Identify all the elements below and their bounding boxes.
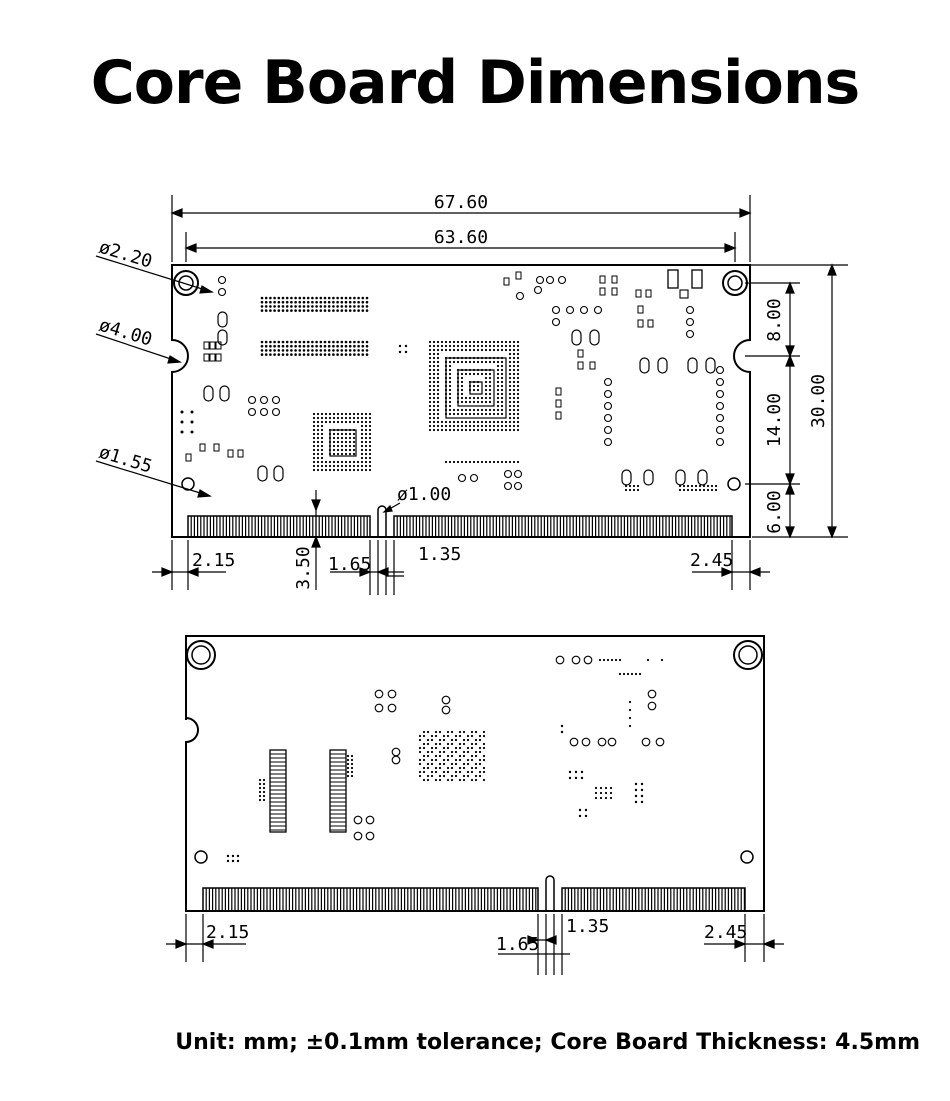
small-hole-right: [727, 477, 741, 491]
gold-fingers-right: [393, 515, 733, 538]
dim-contact-height-label: 3.50: [293, 546, 314, 589]
back-dim-key-right-label: 1.35: [566, 916, 609, 937]
soc-chip: [428, 340, 520, 432]
dim-overall-width-label: 67.60: [434, 192, 488, 213]
back-board: [185, 635, 765, 912]
pad-rows: [260, 296, 369, 356]
back-dim-edge-left-label: 2.15: [206, 922, 249, 943]
dim-height-mid-label: 14.00: [764, 393, 785, 447]
dim-hole-spacing-label: 63.60: [434, 227, 488, 248]
dim-heights: [745, 263, 848, 539]
memory-chip: [312, 412, 372, 472]
dim-height-bottom-label: 6.00: [764, 490, 785, 533]
dim-key-right-label: 1.35: [418, 544, 461, 565]
small-hole-right: [740, 850, 754, 864]
gold-fingers-left: [202, 887, 539, 912]
mounting-hole-left: [186, 640, 216, 670]
hole-diameter-label: ø2.20: [97, 237, 155, 273]
footnote: Unit: mm; ±0.1mm tolerance; Core Board T…: [175, 1030, 920, 1055]
mounting-hole-left: [173, 270, 199, 296]
dim-bottom: [152, 490, 770, 595]
leader-lines: [95, 255, 214, 498]
dim-key-diameter-label: ø1.00: [397, 484, 451, 505]
dim-height-total-label: 30.00: [808, 374, 829, 428]
mounting-hole-right: [733, 640, 763, 670]
gold-fingers-left: [187, 515, 371, 538]
back-dim-edge-right-label: 2.45: [704, 922, 747, 943]
back-dim-bottom: [166, 914, 784, 975]
key-slot: [545, 875, 555, 911]
notch-diameter-label: ø4.00: [97, 315, 155, 351]
gold-fingers-right: [561, 887, 746, 912]
small-hole-left: [194, 850, 208, 864]
small-hole-left: [181, 477, 195, 491]
dim-overall-width: [170, 195, 752, 262]
mounting-hole-right: [722, 270, 748, 296]
small-hole-diameter-label: ø1.55: [97, 442, 155, 478]
passive-components: [180, 269, 725, 492]
dim-edge-right-label: 2.45: [690, 550, 733, 571]
dim-edge-left-label: 2.15: [192, 550, 235, 571]
page-title: Core Board Dimensions: [90, 48, 861, 118]
back-dim-key-left-label: 1.65: [496, 934, 539, 955]
front-board: [171, 264, 751, 538]
dim-key-left-label: 1.65: [328, 554, 371, 575]
back-pads: [226, 655, 665, 863]
dim-height-top-label: 8.00: [764, 298, 785, 341]
